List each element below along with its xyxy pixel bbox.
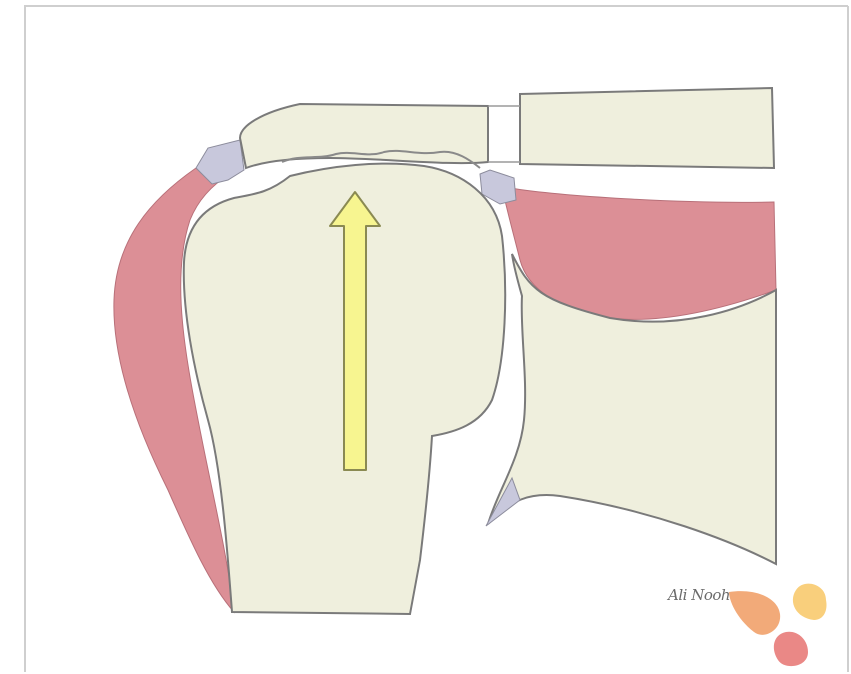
acromioclavicular-joint bbox=[488, 106, 520, 162]
signature: Ali Nooh bbox=[668, 586, 730, 604]
acromion bbox=[240, 104, 488, 168]
clavicle bbox=[520, 88, 774, 168]
logo-yellow-petal bbox=[793, 584, 827, 620]
logo-pink-petal bbox=[774, 632, 808, 666]
logo-orange-petal bbox=[729, 591, 780, 635]
petal-logo-icon bbox=[729, 584, 827, 666]
